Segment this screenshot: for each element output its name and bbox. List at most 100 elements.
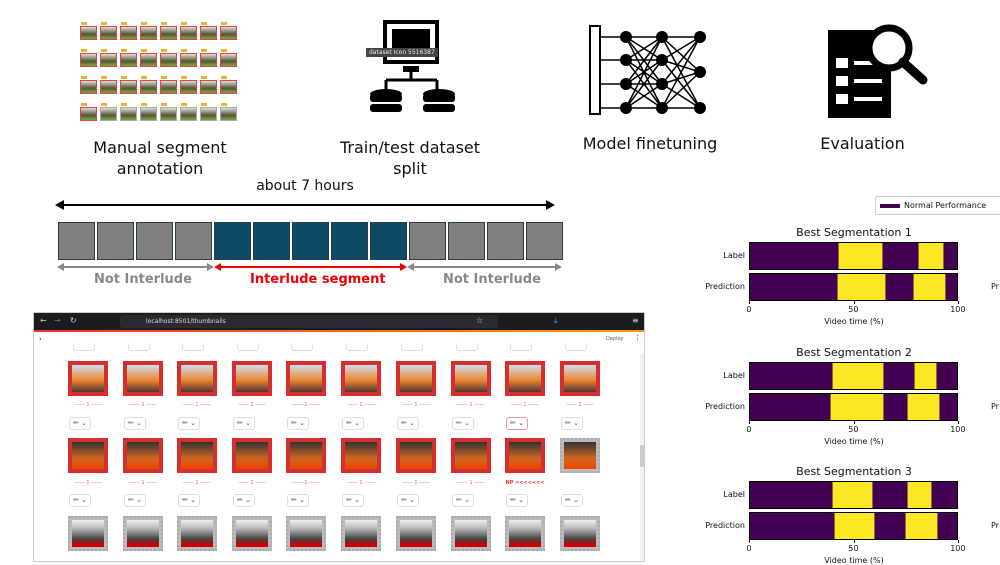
video-thumbnail[interactable] bbox=[232, 438, 272, 473]
thumbnail-image bbox=[290, 365, 322, 392]
pencil-dropdown[interactable] bbox=[456, 343, 478, 351]
url-bar[interactable]: localhost:8501/thumbnails bbox=[120, 315, 498, 328]
thumbnail-image bbox=[455, 365, 487, 392]
thumbnail-image bbox=[72, 365, 104, 392]
pencil-dropdown[interactable]: ✏ ⌄ bbox=[561, 494, 583, 507]
thumbnail-caption: ------ 1 ------ bbox=[456, 402, 485, 408]
pencil-dropdown[interactable]: ✏ ⌄ bbox=[397, 417, 419, 430]
video-thumbnail[interactable] bbox=[451, 361, 491, 396]
video-thumbnail[interactable] bbox=[396, 361, 436, 396]
mini-thumbnail bbox=[180, 76, 197, 94]
video-thumbnail[interactable] bbox=[505, 438, 545, 473]
row-label: Label bbox=[723, 490, 745, 499]
download-icon[interactable]: ⤓ bbox=[554, 316, 558, 325]
pencil-dropdown[interactable]: ✏ ⌄ bbox=[506, 417, 528, 430]
interlude-segment bbox=[837, 243, 883, 269]
forward-icon[interactable]: → bbox=[54, 316, 61, 325]
chart-legend: Normal Performance bbox=[875, 196, 1000, 215]
thumbnail-image bbox=[181, 442, 213, 469]
sidebar-expand-icon[interactable]: › bbox=[39, 335, 42, 343]
pencil-dropdown[interactable]: ✏ ⌄ bbox=[124, 417, 146, 430]
video-thumbnail[interactable] bbox=[505, 361, 545, 396]
annotation-thumbnail-grid bbox=[80, 22, 240, 121]
pencil-dropdown[interactable]: ✏ ⌄ bbox=[287, 417, 309, 430]
mini-thumbnail bbox=[80, 49, 97, 67]
video-thumbnail[interactable] bbox=[451, 516, 491, 551]
bookmark-star-icon[interactable]: ☆ bbox=[476, 316, 484, 325]
more-options-icon[interactable]: ⋮ bbox=[634, 334, 641, 342]
thumbnail-caption: ------ 1 ------ bbox=[73, 480, 102, 486]
video-thumbnail[interactable] bbox=[68, 361, 108, 396]
timeline-box-not bbox=[136, 222, 173, 260]
pencil-dropdown[interactable]: ✏ ⌄ bbox=[124, 494, 146, 507]
menu-icon[interactable]: ≡ bbox=[632, 316, 639, 325]
video-thumbnail[interactable] bbox=[341, 516, 381, 551]
video-thumbnail[interactable] bbox=[396, 516, 436, 551]
video-thumbnail[interactable] bbox=[68, 516, 108, 551]
timeline-box-not bbox=[448, 222, 485, 260]
pencil-dropdown[interactable]: ✏ ⌄ bbox=[178, 494, 200, 507]
pencil-dropdown[interactable] bbox=[401, 343, 423, 351]
pencil-dropdown[interactable]: ✏ ⌄ bbox=[561, 417, 583, 430]
video-thumbnail[interactable] bbox=[396, 438, 436, 473]
pencil-dropdown[interactable] bbox=[128, 343, 150, 351]
pencil-dropdown[interactable] bbox=[73, 343, 95, 351]
deploy-button[interactable]: Deploy bbox=[606, 336, 624, 342]
pencil-dropdown[interactable]: ✏ ⌄ bbox=[69, 494, 91, 507]
video-thumbnail[interactable] bbox=[123, 438, 163, 473]
video-thumbnail[interactable] bbox=[177, 438, 217, 473]
thumbnail-image bbox=[72, 442, 104, 469]
video-thumbnail[interactable] bbox=[560, 438, 600, 473]
reload-icon[interactable]: ↻ bbox=[70, 316, 77, 325]
video-thumbnail[interactable] bbox=[451, 438, 491, 473]
pencil-dropdown[interactable]: ✏ ⌄ bbox=[287, 494, 309, 507]
pencil-dropdown[interactable] bbox=[291, 343, 313, 351]
video-thumbnail[interactable] bbox=[560, 516, 600, 551]
pencil-dropdown[interactable]: ✏ ⌄ bbox=[506, 494, 528, 507]
mini-thumbnail bbox=[200, 103, 217, 121]
video-thumbnail[interactable] bbox=[177, 516, 217, 551]
pencil-dropdown[interactable]: ✏ ⌄ bbox=[233, 494, 255, 507]
thumbnail-image bbox=[564, 520, 596, 547]
video-thumbnail[interactable] bbox=[123, 516, 163, 551]
pencil-dropdown[interactable] bbox=[565, 343, 587, 351]
pencil-dropdown[interactable]: ✏ ⌄ bbox=[178, 417, 200, 430]
pencil-dropdown[interactable] bbox=[346, 343, 368, 351]
pencil-dropdown[interactable]: ✏ ⌄ bbox=[452, 417, 474, 430]
pencil-dropdown[interactable]: ✏ ⌄ bbox=[397, 494, 419, 507]
thumbnail-image bbox=[345, 520, 377, 547]
pencil-dropdown[interactable]: ✏ ⌄ bbox=[342, 417, 364, 430]
video-thumbnail[interactable] bbox=[286, 516, 326, 551]
evaluation-report-icon bbox=[828, 24, 928, 118]
video-thumbnail[interactable] bbox=[68, 438, 108, 473]
video-thumbnail[interactable] bbox=[123, 361, 163, 396]
video-thumbnail[interactable] bbox=[177, 361, 217, 396]
duration-label: about 7 hours bbox=[256, 178, 354, 194]
thumbnail-caption: ------ 1 ------ bbox=[73, 402, 102, 408]
mini-thumbnail bbox=[200, 49, 217, 67]
thumbnail-image bbox=[127, 365, 159, 392]
pencil-dropdown[interactable]: ✏ ⌄ bbox=[233, 417, 255, 430]
pencil-dropdown[interactable]: ✏ ⌄ bbox=[69, 417, 91, 430]
video-thumbnail[interactable] bbox=[286, 438, 326, 473]
video-thumbnail[interactable] bbox=[232, 516, 272, 551]
pencil-dropdown[interactable] bbox=[182, 343, 204, 351]
pencil-dropdown[interactable]: ✏ ⌄ bbox=[342, 494, 364, 507]
thumbnail-caption: ------ 1 ------ bbox=[565, 402, 594, 408]
bar-prediction bbox=[749, 273, 958, 301]
scrollbar[interactable] bbox=[640, 353, 644, 561]
pencil-dropdown[interactable] bbox=[237, 343, 259, 351]
video-thumbnail[interactable] bbox=[341, 438, 381, 473]
back-icon[interactable]: ← bbox=[40, 316, 47, 325]
icon-tooltip: dataset Icon 5516387 bbox=[366, 48, 438, 57]
x-tick-label: 0 bbox=[746, 305, 752, 314]
pencil-dropdown[interactable] bbox=[510, 343, 532, 351]
video-thumbnail[interactable] bbox=[505, 516, 545, 551]
pencil-dropdown[interactable]: ✏ ⌄ bbox=[452, 494, 474, 507]
video-thumbnail[interactable] bbox=[286, 361, 326, 396]
browser-toolbar: ← → ↻ localhost:8501/thumbnails ☆ ⤓ ≡ bbox=[34, 313, 644, 330]
video-thumbnail[interactable] bbox=[560, 361, 600, 396]
video-thumbnail[interactable] bbox=[232, 361, 272, 396]
thumbnail-caption: ------ 1 ------ bbox=[237, 402, 266, 408]
video-thumbnail[interactable] bbox=[341, 361, 381, 396]
